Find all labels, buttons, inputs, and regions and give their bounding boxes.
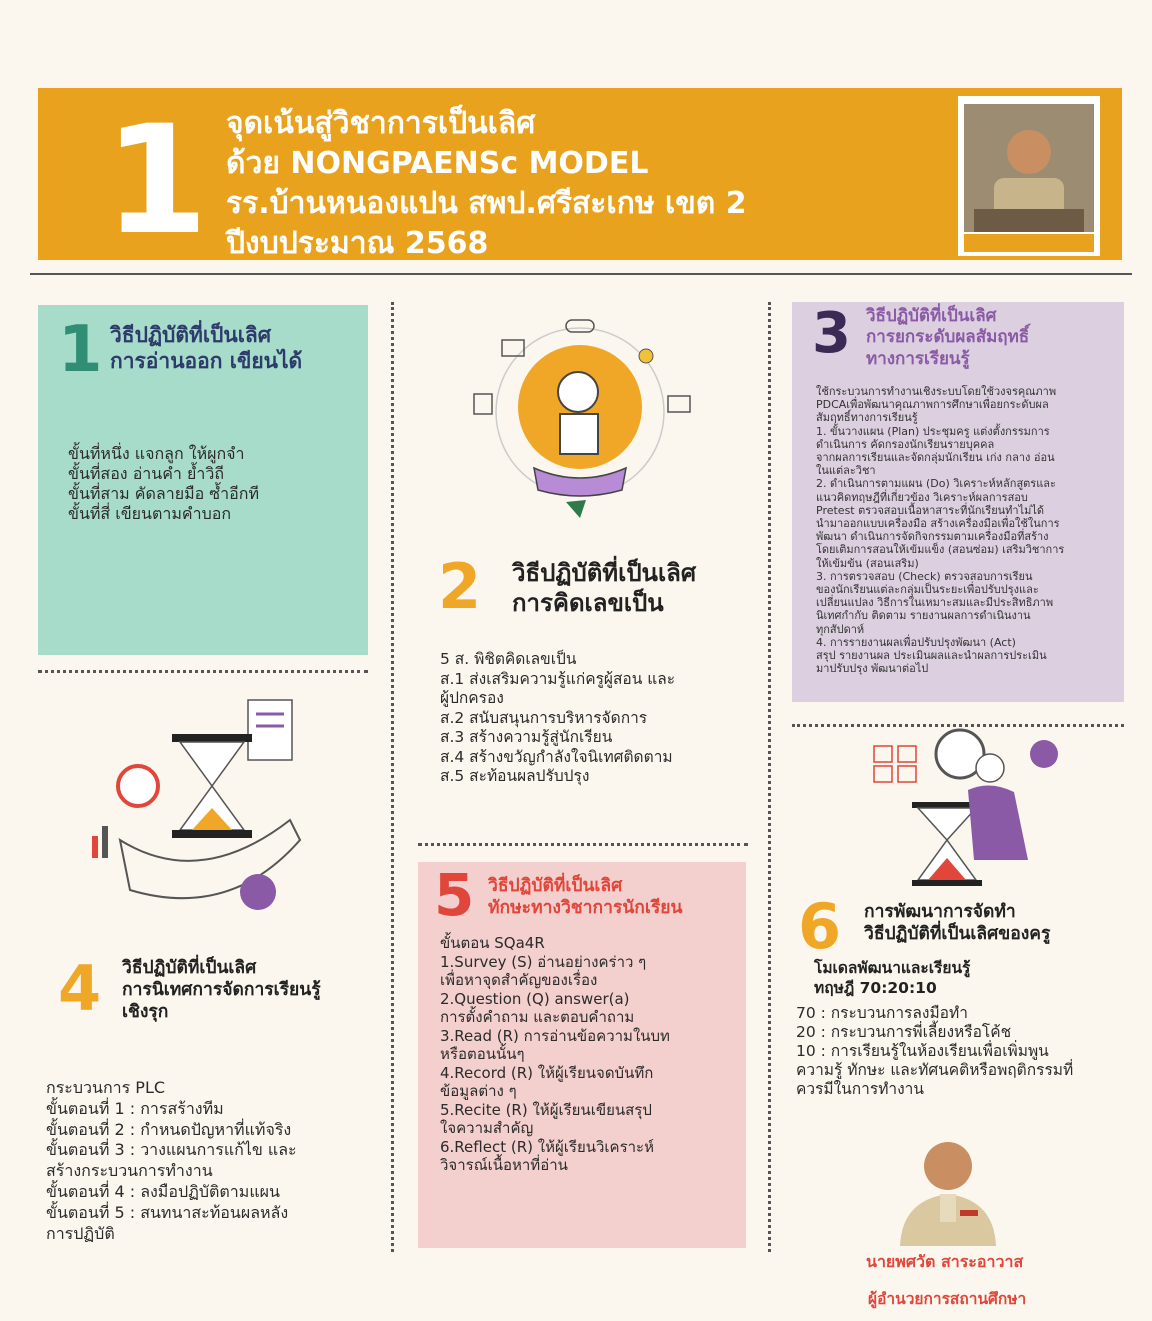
header-title-line-4: ปีงบประมาณ 2568 [226,226,489,261]
section-6-title: การพัฒนาการจัดทำ วิธีปฏิบัติที่เป็นเลิศข… [864,902,1051,944]
section-1-body: ขั้นที่หนึ่ง แจกลูก ให้ผูกจำ ขั้นที่สอง … [68,444,259,523]
director-photo [964,104,1094,232]
hourglass-hand-illustration [80,690,320,920]
header-divider [30,273,1132,275]
section-5-body: ขั้นตอน SQa4R 1.Survey (S) อ่านอย่างคร่า… [440,934,670,1174]
section-3-number: 3 [812,301,851,366]
section-6-number: 6 [798,890,842,963]
row-divider-left [38,670,368,673]
section-1-number: 1 [58,313,103,387]
header-title-line-2: ด้วย NONGPAENSc MODEL [226,146,649,181]
section-3-panel [792,302,1124,702]
header-number: 1 [104,94,209,268]
section-2-body: 5 ส. พิชิตคิดเลขเป็น ส.1 ส่งเสริมความรู้… [440,650,676,785]
column-divider-2 [768,302,771,1252]
section-1-title: วิธีปฏิบัติที่เป็นเลิศ การอ่านออก เขียนไ… [110,323,303,374]
section-6-subtitle: โมเดลพัฒนาและเรียนรู้ ทฤษฎี 70:20:10 [814,959,971,997]
section-2-number: 2 [438,550,482,623]
row-divider-middle [418,843,748,846]
section-1-panel [38,305,368,655]
section-6-body: 70 : กระบวนการลงมือทำ 20 : กระบวนการพี่เ… [796,1004,1074,1098]
section-2-title: วิธีปฏิบัติที่เป็นเลิศ การคิดเลขเป็น [512,559,697,617]
director-photo-caption [964,234,1094,252]
section-4-number: 4 [58,952,102,1025]
section-5-title: วิธีปฏิบัติที่เป็นเลิศ ทักษะทางวิชาการนั… [488,876,683,918]
section-3-title: วิธีปฏิบัติที่เป็นเลิศ การยกระดับผลสัมฤท… [866,306,1030,369]
director-portrait [892,1130,1004,1246]
section-4-title: วิธีปฏิบัติที่เป็นเลิศ การนิเทศการจัดการ… [122,958,321,1022]
thinking-illustration [462,312,698,528]
section-5-number: 5 [434,861,475,929]
header-title: จุดเน้นสู่วิชาการเป็นเลิศ ด้วย NONGPAENS… [226,104,747,264]
director-position: ผู้อำนวยการสถานศึกษา [868,1290,1027,1308]
section-5-panel [418,862,746,1248]
header-title-line-3: รร.บ้านหนองแปน สพป.ศรีสะเกษ เขต 2 [226,186,747,221]
section-4-body: กระบวนการ PLC ขั้นตอนที่ 1 : การสร้างทีม… [46,1078,297,1243]
header-title-line-1: จุดเน้นสู่วิชาการเป็นเลิศ [226,106,536,141]
time-management-illustration [864,720,1084,892]
header-banner [38,88,1122,260]
director-name: นายพศวัต สาระอาวาส [866,1252,1024,1271]
section-3-body: ใช้กระบวนการทำงานเชิงระบบโดยใช้วงจรคุณภา… [816,385,1065,676]
row-divider-right [792,724,1124,727]
column-divider-1 [391,302,394,1252]
